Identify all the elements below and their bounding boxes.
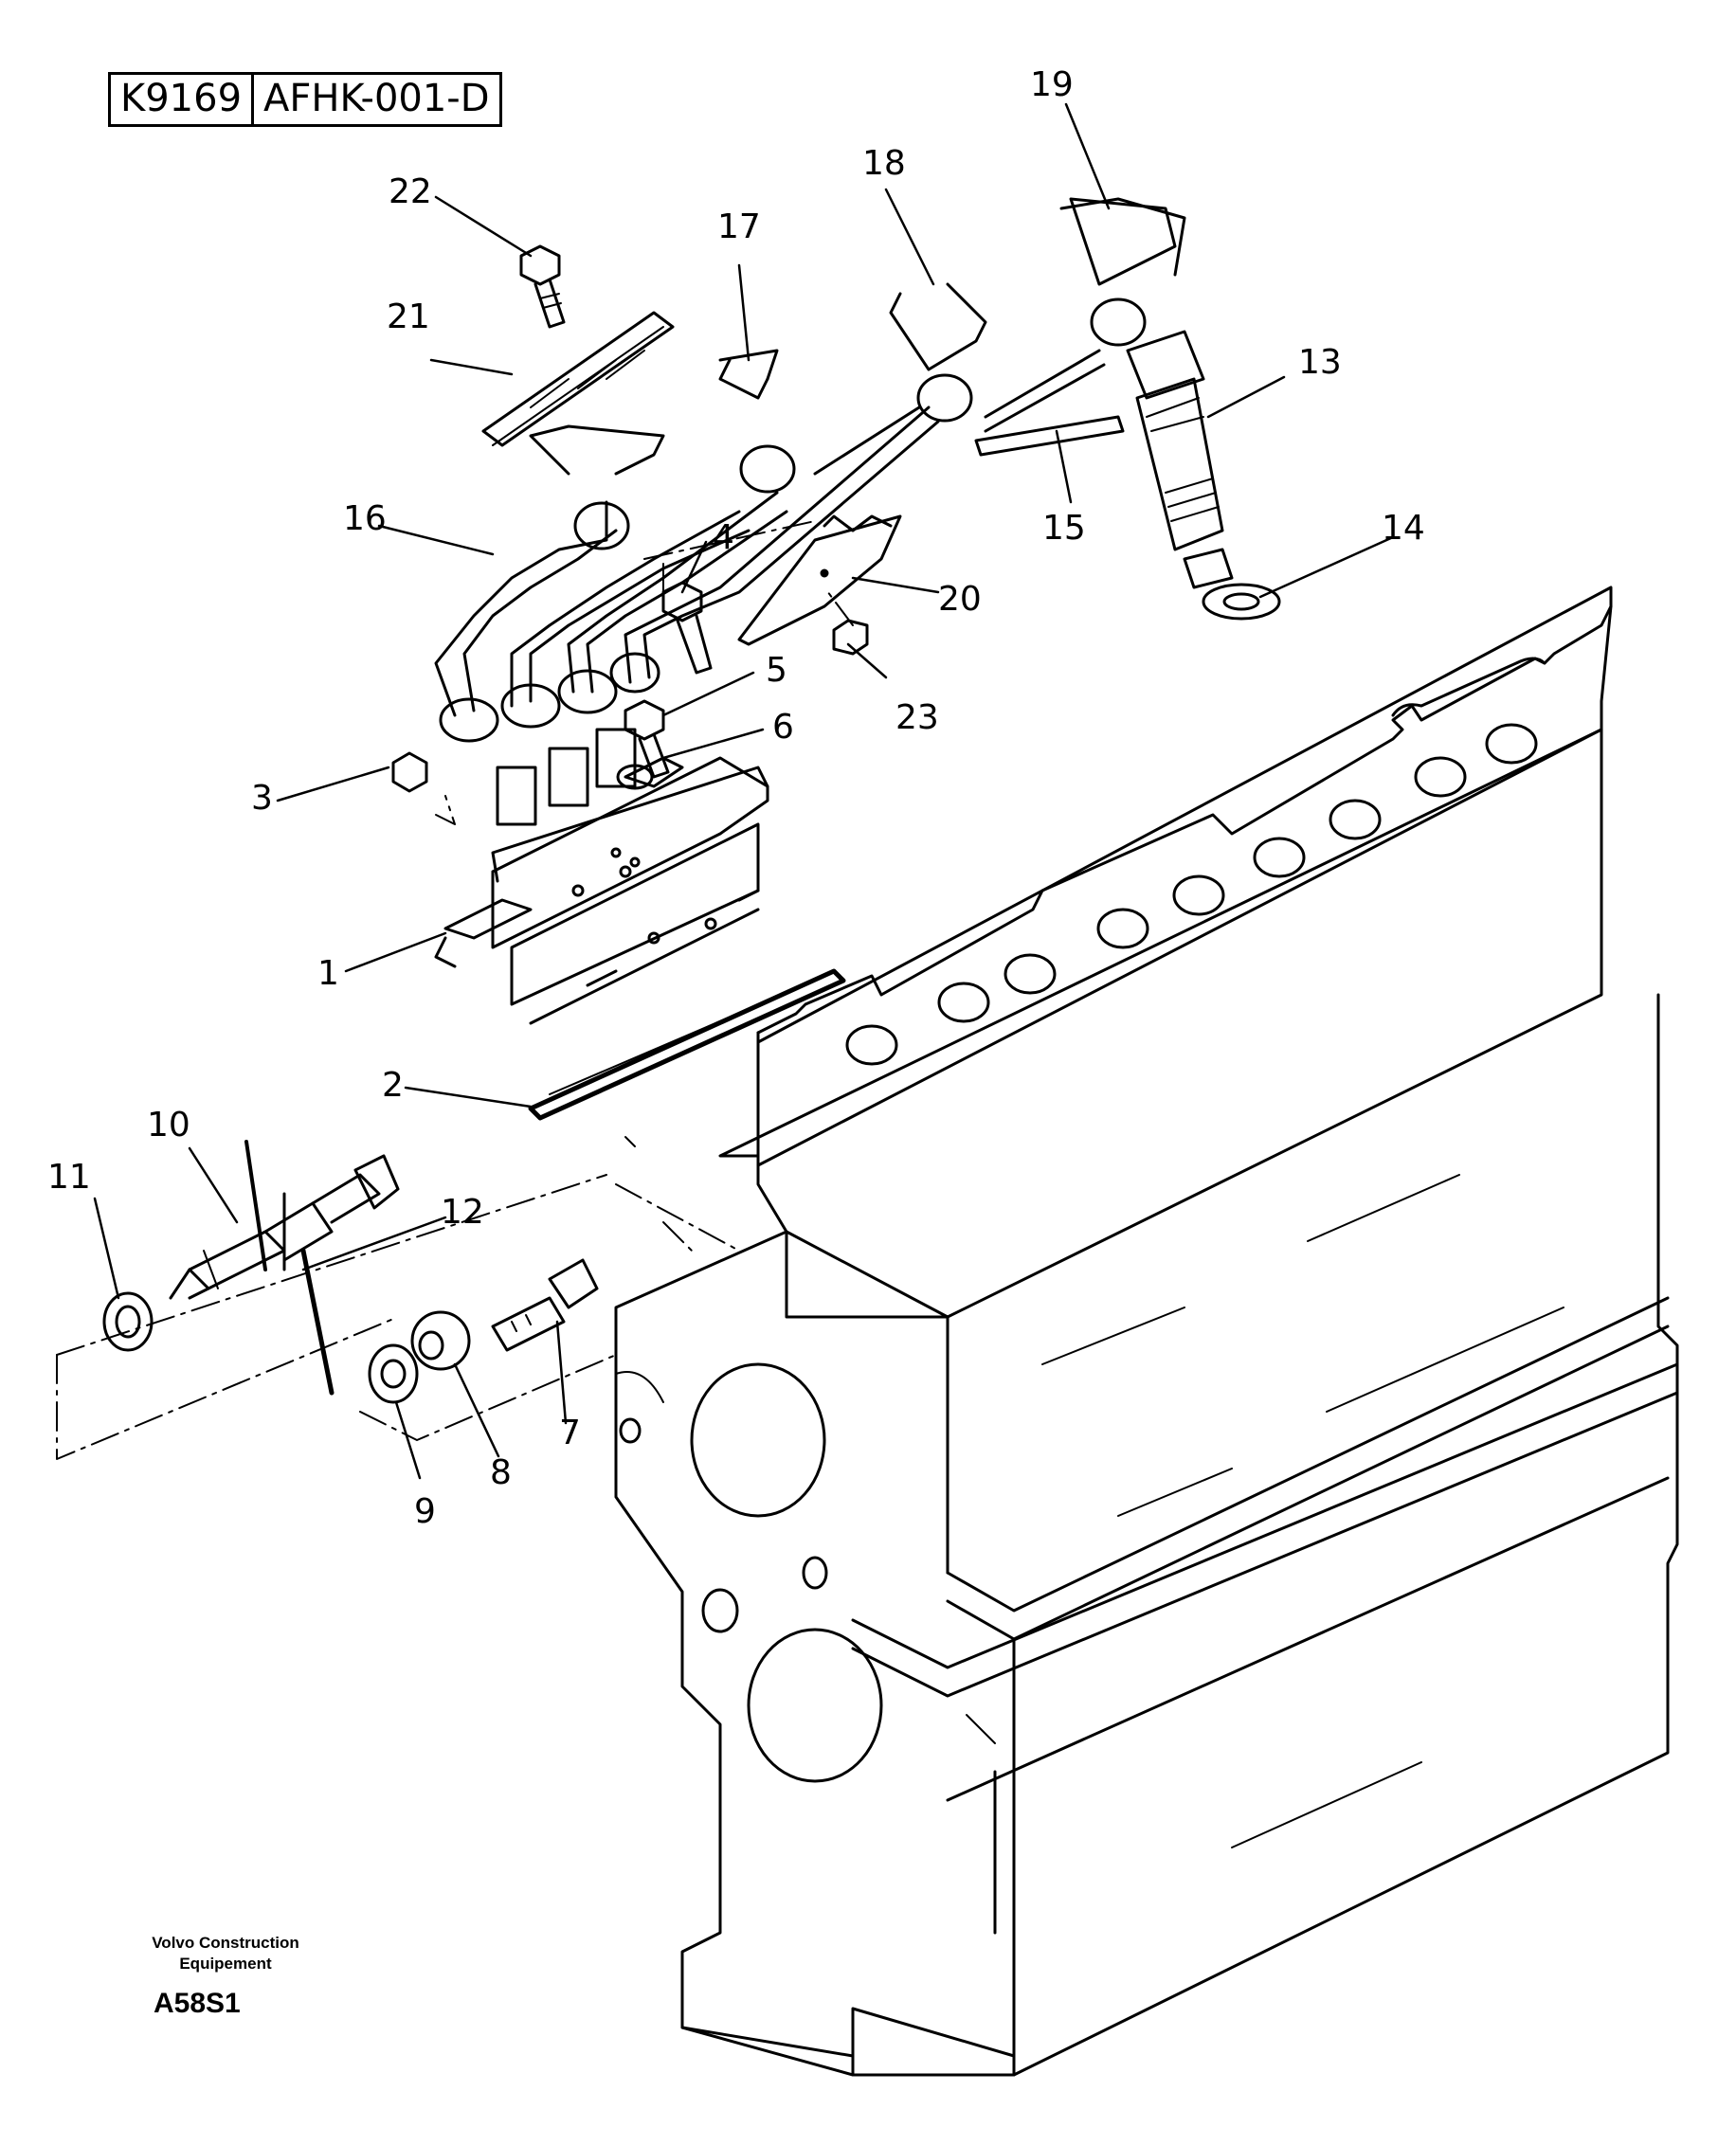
company-name: Volvo Construction Equipement [121, 1933, 330, 1974]
callout-9: 9 [414, 1492, 436, 1531]
hollow-bolt [491, 1258, 599, 1352]
callout-16: 16 [343, 499, 387, 538]
pump-gasket [528, 968, 846, 1121]
callout-20: 20 [938, 580, 982, 619]
injector-washer [1202, 583, 1281, 621]
callout-10: 10 [147, 1106, 190, 1145]
company-line-2: Equipement [179, 1955, 272, 1973]
sheet-id: K9169 [120, 77, 243, 120]
fuel-injector [1126, 330, 1234, 589]
banjo-fitting [169, 1140, 400, 1300]
sealing-washer-outer [102, 1291, 154, 1352]
callout-14: 14 [1382, 509, 1425, 548]
callout-18: 18 [862, 144, 906, 183]
pump-washer [616, 764, 654, 790]
nut [410, 1310, 471, 1371]
callout-22: 22 [389, 172, 432, 211]
injection-pump [434, 728, 769, 1025]
callout-2: 2 [382, 1066, 404, 1105]
fuel-line [300, 1248, 335, 1396]
leader-lines [93, 102, 1395, 1480]
sealing-washer-inner [368, 1343, 419, 1404]
callout-6: 6 [772, 708, 794, 747]
pump-mounting-nut [391, 751, 428, 793]
callout-3: 3 [251, 779, 273, 818]
callout-12: 12 [441, 1193, 484, 1232]
pipe-clamp-upper [481, 311, 675, 447]
pipe-clamp-lower [737, 514, 902, 646]
callout-4: 4 [713, 518, 734, 557]
company-line-1: Volvo Construction [152, 1934, 299, 1952]
callout-8: 8 [490, 1453, 512, 1492]
injection-pipes [434, 197, 1186, 743]
callout-21: 21 [387, 297, 430, 336]
callout-1: 1 [317, 954, 339, 993]
callout-5: 5 [766, 651, 787, 690]
callout-7: 7 [559, 1414, 581, 1452]
clamp-nut [832, 619, 869, 656]
drawing-header: K9169 AFHK-001-D [108, 72, 502, 127]
drawing-code: AFHK-001-D [251, 75, 499, 124]
clamp-bolt [519, 244, 566, 329]
callout-13: 13 [1298, 343, 1342, 382]
pump-bolt [624, 699, 670, 779]
callout-15: 15 [1042, 509, 1086, 548]
callout-23: 23 [895, 698, 939, 737]
callout-11: 11 [47, 1158, 91, 1197]
callout-17: 17 [717, 207, 761, 246]
engine-block [614, 586, 1679, 2077]
center-lines [56, 520, 854, 1460]
callout-19: 19 [1030, 65, 1074, 104]
clamp-bolt-lower [661, 581, 713, 675]
leak-off-pipe [974, 415, 1125, 457]
illustration-code: A58S1 [154, 1988, 241, 2019]
